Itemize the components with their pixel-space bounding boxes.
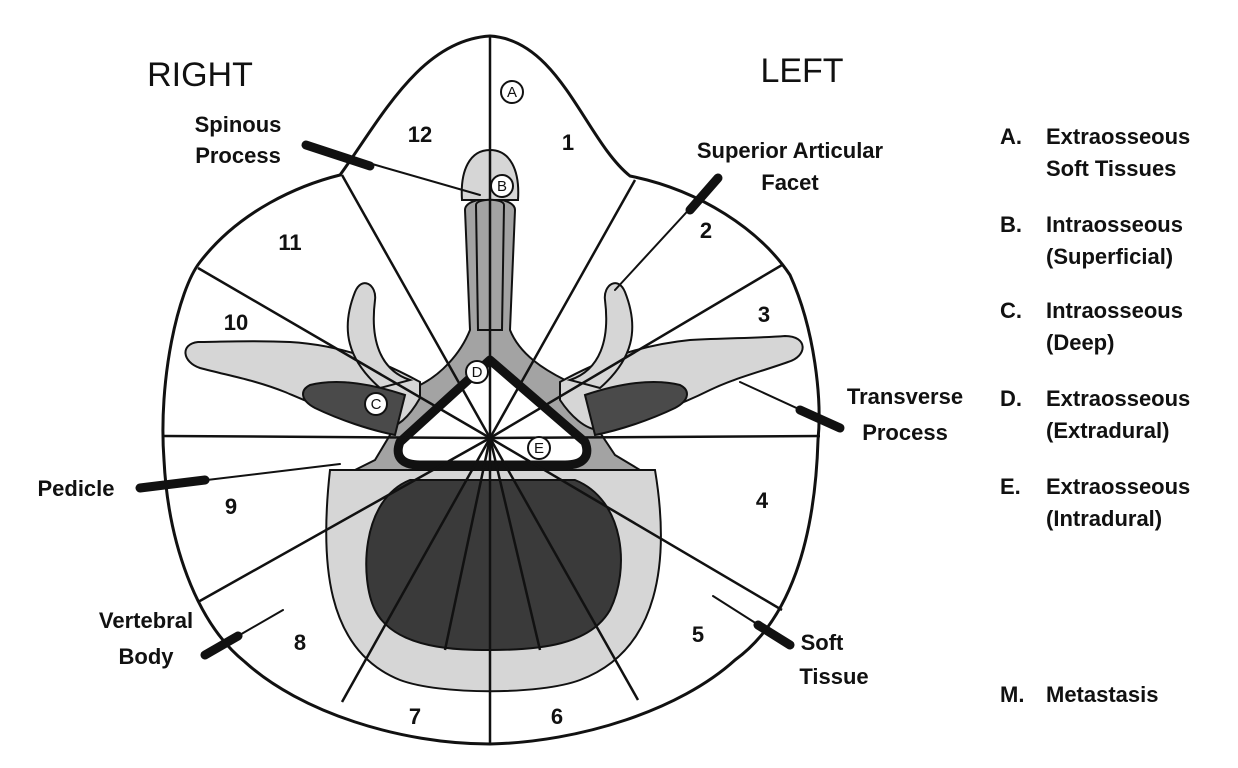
- legend: A. Extraosseous Soft Tissues B. Intraoss…: [1000, 124, 1190, 707]
- marker-circle-d: [465, 360, 489, 384]
- vertebral-body-label-line1: Vertebral: [99, 608, 193, 633]
- leader-soft-tissue-bold: [753, 620, 795, 650]
- legend-key-a: A.: [1000, 124, 1022, 149]
- legend-key-m: M.: [1000, 682, 1024, 707]
- transverse-process-label-line2: Process: [862, 420, 948, 445]
- marker-b: B: [497, 178, 507, 195]
- zone-number-4: 4: [756, 488, 769, 513]
- body-inner-line-b: [488, 437, 542, 651]
- legend-b-line2: (Superficial): [1046, 244, 1173, 269]
- leader-vertebral-body-bold: [200, 631, 243, 660]
- legend-e-line1: Extraosseous: [1046, 474, 1190, 499]
- spinous-process-label-line2: Process: [195, 143, 281, 168]
- marker-circle-e: [527, 436, 551, 460]
- zone-line-4-5: [489, 436, 783, 612]
- legend-m-line1: Metastasis: [1046, 682, 1159, 707]
- zone-line-5-6: [488, 437, 640, 701]
- legend-key-e: E.: [1000, 474, 1021, 499]
- legend-c-line1: Intraosseous: [1046, 298, 1183, 323]
- marker-a: A: [507, 84, 517, 101]
- leader-pedicle-bold: [135, 475, 210, 493]
- zone-number-7: 7: [409, 704, 421, 729]
- pedicle-left-side: [583, 381, 688, 437]
- zone-number-8: 8: [294, 630, 306, 655]
- zone-number-5: 5: [692, 622, 704, 647]
- zone-line-2-3: [489, 263, 783, 440]
- left-side-label: LEFT: [760, 52, 843, 90]
- marker-c: C: [371, 396, 382, 413]
- right-side-label: RIGHT: [147, 56, 253, 94]
- leader-transverse-process-bold: [795, 405, 845, 433]
- zone-numbers: 1 2 3 4 5 6 7 8 9 10 11 12: [224, 122, 770, 729]
- leader-superior-articular-facet-bold: [685, 173, 723, 215]
- marker-circle-c: [364, 392, 388, 416]
- anatomy-labels: Spinous Process Superior Articular Facet…: [37, 112, 963, 689]
- vertebral-body-label-line2: Body: [119, 644, 175, 669]
- spinous-process-label-line1: Spinous: [195, 112, 282, 137]
- legend-e-line2: (Intradural): [1046, 506, 1162, 531]
- marker-d: D: [472, 364, 483, 381]
- zone-number-3: 3: [758, 302, 770, 327]
- legend-a-line1: Extraosseous: [1046, 124, 1190, 149]
- transverse-process-label-line1: Transverse: [847, 384, 963, 409]
- zone-line-9-10: [163, 434, 491, 440]
- legend-key-c: C.: [1000, 298, 1022, 323]
- leader-spinous-process-bold: [301, 140, 375, 171]
- marker-circle-b: [490, 174, 514, 198]
- circled-markers: A B C D E: [364, 80, 551, 460]
- legend-c-line2: (Deep): [1046, 330, 1114, 355]
- zone-line-10-11: [197, 266, 491, 440]
- zone-number-10: 10: [224, 310, 248, 335]
- zone-number-2: 2: [700, 218, 712, 243]
- zone-line-1-2: [488, 179, 637, 439]
- soft-tissue-label-line1: Soft: [801, 630, 844, 655]
- body-inner-line-a: [443, 437, 492, 651]
- superior-articular-facet-label-line2: Facet: [761, 170, 819, 195]
- superior-articular-process-right-side: [346, 282, 414, 390]
- vertebral-body-core: [365, 479, 622, 652]
- soft-tissue-label-line2: Tissue: [799, 664, 868, 689]
- pedicle-label: Pedicle: [37, 476, 114, 501]
- zone-number-1: 1: [562, 130, 574, 155]
- legend-d-line2: (Extradural): [1046, 418, 1169, 443]
- zone-line-7-8: [340, 437, 492, 703]
- legend-key-b: B.: [1000, 212, 1022, 237]
- legend-b-line1: Intraosseous: [1046, 212, 1183, 237]
- marker-e: E: [534, 440, 544, 457]
- leader-lines: [135, 140, 845, 660]
- legend-a-line2: Soft Tissues: [1046, 156, 1176, 181]
- marker-circle-a: [500, 80, 524, 104]
- zone-line-11-12: [340, 174, 492, 439]
- zone-number-11: 11: [278, 230, 301, 255]
- legend-d-line1: Extraosseous: [1046, 386, 1190, 411]
- zone-line-8-9: [197, 436, 491, 604]
- legend-key-d: D.: [1000, 386, 1022, 411]
- zone-number-12: 12: [408, 122, 432, 147]
- zone-number-6: 6: [551, 704, 563, 729]
- zone-number-9: 9: [225, 494, 237, 519]
- superior-articular-facet-label-line1: Superior Articular: [697, 138, 884, 163]
